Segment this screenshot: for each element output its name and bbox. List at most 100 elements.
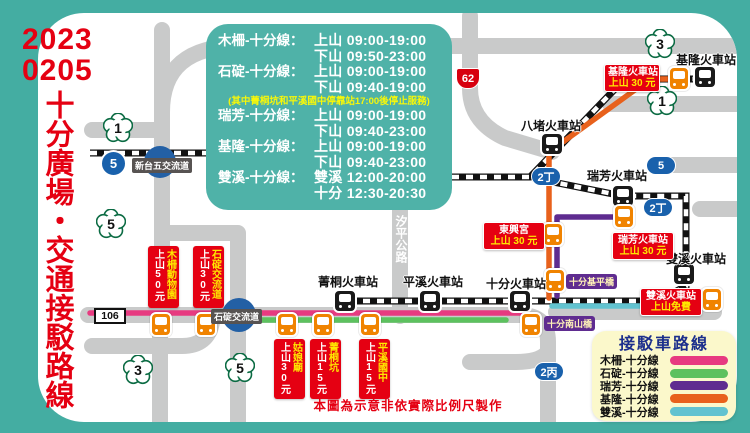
fare-box-shuangxi: 雙溪火車站 上山免費 (640, 288, 702, 316)
station-label-keelung: 基隆火車站 (675, 53, 737, 67)
train-icon (418, 289, 442, 313)
fare-box-ruifang: 瑞芳火車站 上山 30 元 (612, 232, 674, 260)
route-down-time: 下山 09:40-23:00 (314, 153, 427, 170)
legend-label: 基隆-十分線 (600, 393, 659, 406)
fare-box-jingtongkeng: 上山15元 菁桐坑 (310, 339, 341, 399)
legend-swatch-shiding (670, 368, 728, 378)
provincial-2b-marker: 2丙 (534, 362, 564, 381)
provincial-5-marker: 5 (100, 150, 127, 177)
freeway-3-marker: 3 (645, 29, 675, 59)
freeway-5-marker: 5 (96, 209, 126, 239)
vertical-title: 十分廣場・交通接駁路線 (41, 90, 73, 409)
xiping-highway-label: 汐平公路 (394, 215, 408, 263)
fare-place: 姑娘廟 (290, 342, 302, 372)
fare-box-dongxinggong: 東興宮 上山 30 元 (483, 222, 545, 250)
fare-box-muzha-zoo: 上山50元 木柵動物園 (148, 246, 179, 308)
fare-box-shiding-ic: 上山30元 石碇交流道 (193, 246, 224, 308)
bus-icon (668, 66, 690, 91)
bus-icon (359, 312, 381, 337)
legend-panel: 接駁車路線 木柵-十分線 石碇-十分線 瑞芳-十分線 基隆-十分線 雙溪-十分線 (592, 331, 736, 421)
legend-row: 木柵-十分線 (600, 354, 728, 367)
fare-place: 雙溪火車站 (646, 291, 696, 302)
legend-title: 接駁車路線 (618, 336, 709, 353)
fare-amount: 上山 30 元 (619, 246, 667, 257)
station-label-ruifang: 瑞芳火車站 (586, 169, 648, 183)
schedule-route-row: 雙溪-十分線：雙溪 12:00-20:00 (218, 169, 440, 186)
bus-icon (276, 312, 298, 337)
fare-amount: 上山 30 元 (608, 78, 656, 89)
route-down-time: 下山 09:40-19:00 (314, 78, 427, 95)
route-down-time: 下山 09:50-23:00 (314, 47, 427, 64)
schedule-route-row: 木柵-十分線：上山 09:00-19:00 (218, 32, 440, 49)
route-up-time: 雙溪 12:00-20:00 (314, 169, 427, 185)
route-down-time: 下山 09:40-23:00 (314, 122, 427, 139)
legend-label: 雙溪-十分線 (600, 406, 659, 419)
bus-icon (613, 204, 635, 229)
bus-icon (701, 287, 723, 312)
bus-icon (520, 312, 542, 337)
freeway-1-marker: 1 (647, 86, 677, 116)
schedule-route-row: 基隆-十分線： 上山 09:00-19:00 (218, 138, 440, 155)
bus-icon (542, 222, 564, 247)
schedule-route-row: 十分 12:30-20:30 (218, 184, 440, 202)
legend-row: 瑞芳-十分線 (600, 380, 728, 393)
svg-text:3: 3 (134, 362, 142, 378)
svg-text:1: 1 (658, 93, 666, 109)
nanshan-bridge-label: 十分南山橋 (544, 316, 596, 331)
county-106-marker: 106 (94, 308, 126, 324)
fare-box-pingxi-junior-high: 上山15元 平溪國中 (359, 339, 390, 399)
train-icon (693, 65, 717, 89)
legend-swatch-shuangxi (670, 407, 728, 417)
station-label-pingxi: 平溪火車站 (402, 275, 464, 289)
fare-box-keelung: 基隆火車站 上山 30 元 (604, 64, 660, 92)
legend-swatch-muzha (670, 355, 728, 365)
station-label-shuangxi: 雙溪火車站 (665, 252, 727, 266)
route-name: 石碇-十分線： (218, 64, 304, 79)
legend-label: 石碇-十分線 (600, 368, 659, 381)
train-icon (672, 262, 696, 286)
schedule-route-row: 石碇-十分線： 上山 09:00-19:00 (218, 63, 440, 80)
legend-row: 基隆-十分線 (600, 392, 728, 406)
fare-place: 菁桐坑 (326, 342, 338, 372)
freeway-3-marker: 3 (123, 355, 153, 385)
schedule-route-row: 下山 09:40-19:00 (218, 78, 440, 96)
route-name: 瑞芳-十分線： (218, 108, 304, 123)
fare-place: 木柵動物園 (164, 249, 176, 299)
road-shifen-branch (462, 344, 556, 370)
xintaiwu-interchange-label: 新台五交流道 (132, 158, 193, 173)
legend-row: 石碇-十分線 (600, 367, 728, 380)
jiping-bridge-label: 十分基平橋 (566, 274, 618, 289)
provincial-2d-marker: 2丁 (643, 198, 673, 217)
train-icon (540, 132, 564, 156)
station-label-shifen: 十分火車站 (485, 277, 547, 291)
legend-swatch-ruifang (670, 381, 728, 391)
bus-icon (150, 312, 172, 337)
route-down-time: 十分 12:30-20:30 (314, 184, 427, 201)
route-name: 基隆-十分線： (218, 139, 304, 154)
expressway-62-marker: 62 (456, 68, 480, 89)
route-up-time: 上山 09:00-19:00 (314, 32, 427, 48)
route-up-time: 上山 09:00-19:00 (314, 107, 427, 123)
shiding-interchange-label: 石碇交流道 (211, 309, 263, 324)
station-label-badu: 八堵火車站 (520, 119, 582, 133)
base-map (80, 13, 737, 422)
fare-place: 基隆火車站 (608, 67, 658, 78)
fare-place: 瑞芳火車站 (618, 235, 668, 246)
freeway-1-marker: 1 (103, 113, 133, 143)
svg-text:3: 3 (656, 36, 664, 52)
route-up-time: 上山 09:00-19:00 (314, 138, 427, 154)
svg-text:1: 1 (114, 120, 122, 136)
fare-amount: 上山免費 (651, 302, 691, 313)
road-right-vertical (462, 13, 560, 160)
route-up-time: 上山 09:00-19:00 (314, 63, 427, 79)
schedule-route-row: 下山 09:40-23:00 (218, 122, 440, 140)
bus-icon (312, 312, 334, 337)
title-year: 2023 (22, 23, 93, 56)
fare-amount: 上山15元 (363, 342, 375, 394)
schedule-panel: 木柵-十分線：上山 09:00-19:00 下山 09:50-23:00 石碇-… (206, 24, 452, 210)
fare-amount: 上山30元 (197, 249, 209, 301)
fare-amount: 上山50元 (152, 249, 164, 301)
bus-icon (544, 268, 566, 293)
fare-place: 東興宮 (499, 225, 529, 236)
